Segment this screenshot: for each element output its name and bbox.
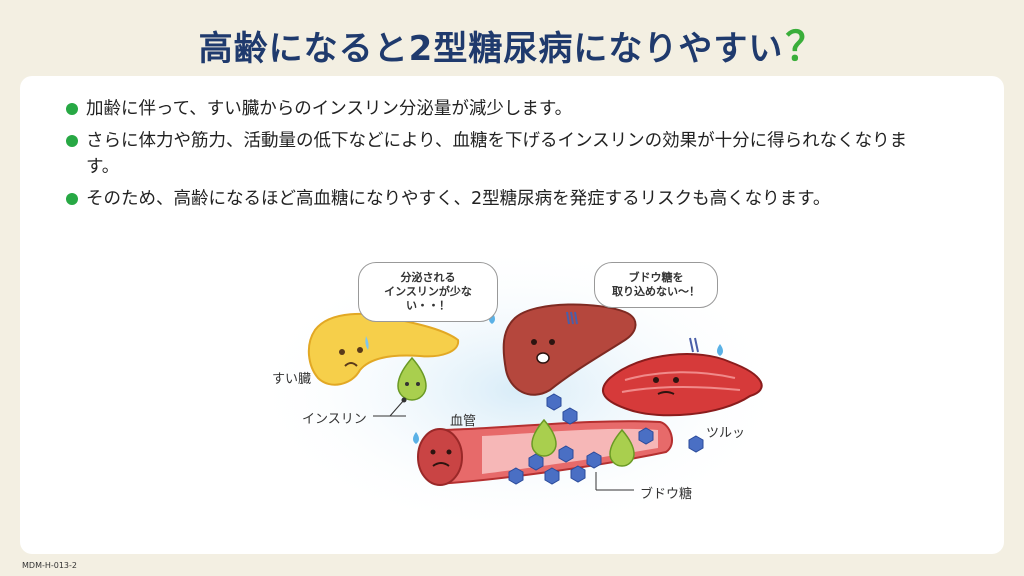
- label-vessel: 血管: [450, 414, 477, 429]
- label-pancreas: すい臓: [272, 372, 312, 387]
- glucose-hexagons: [508, 393, 704, 485]
- speech-bubble-pancreas: 分泌される インスリンが少ない・・！: [358, 262, 498, 322]
- muscle-icon: [602, 337, 763, 417]
- bullet-text: そのため、高齢になるほど高血糖になりやすく、2型糖尿病を発症するリスクも高くなり…: [86, 189, 831, 209]
- page-title: 高齢になると2型糖尿病になりやすい: [198, 29, 784, 69]
- label-glucose: ブドウ糖: [640, 487, 693, 502]
- insulin-drops-vessel: [531, 418, 635, 467]
- bubble-line: 取り込めない～！: [612, 285, 700, 298]
- label-insulin: インスリン: [302, 412, 367, 427]
- diabetes-illustration: 分泌される インスリンが少ない・・！ ブドウ糖を 取り込めない～！ すい臓 イン…: [230, 240, 790, 540]
- bubble-line: インスリンが少ない・・！: [384, 285, 472, 312]
- bullet-dot-icon: [66, 135, 78, 147]
- liver-icon: [502, 303, 637, 396]
- title-bar: 高齢になると2型糖尿病になりやすい？: [0, 14, 1024, 72]
- bullet-dot-icon: [66, 103, 78, 115]
- speech-bubble-liver: ブドウ糖を 取り込めない～！: [594, 262, 718, 308]
- illustration-svg: [250, 245, 790, 535]
- bubble-line: 分泌される: [400, 271, 456, 284]
- insulin-drop-icon: [397, 356, 427, 401]
- footer-code: MDM-H-013-2: [22, 561, 77, 570]
- bullet-dot-icon: [66, 193, 78, 205]
- bullet-text: 加齢に伴って、すい臓からのインスリン分泌量が減少します。: [86, 99, 573, 119]
- bullet-list: 加齢に伴って、すい臓からのインスリン分泌量が減少します。 さらに体力や筋力、活動…: [66, 96, 966, 218]
- bullet-item: そのため、高齢になるほど高血糖になりやすく、2型糖尿病を発症するリスクも高くなり…: [66, 186, 966, 212]
- question-mark: ？: [785, 24, 826, 70]
- label-slip: ツルッ: [706, 426, 746, 441]
- bullet-text: さらに体力や筋力、活動量の低下などにより、血糖を下げるインスリンの効果が十分に得…: [86, 131, 908, 177]
- bubble-line: ブドウ糖を: [628, 271, 684, 284]
- bullet-item: さらに体力や筋力、活動量の低下などにより、血糖を下げるインスリンの効果が十分に得…: [66, 128, 916, 180]
- bullet-item: 加齢に伴って、すい臓からのインスリン分泌量が減少します。: [66, 96, 966, 122]
